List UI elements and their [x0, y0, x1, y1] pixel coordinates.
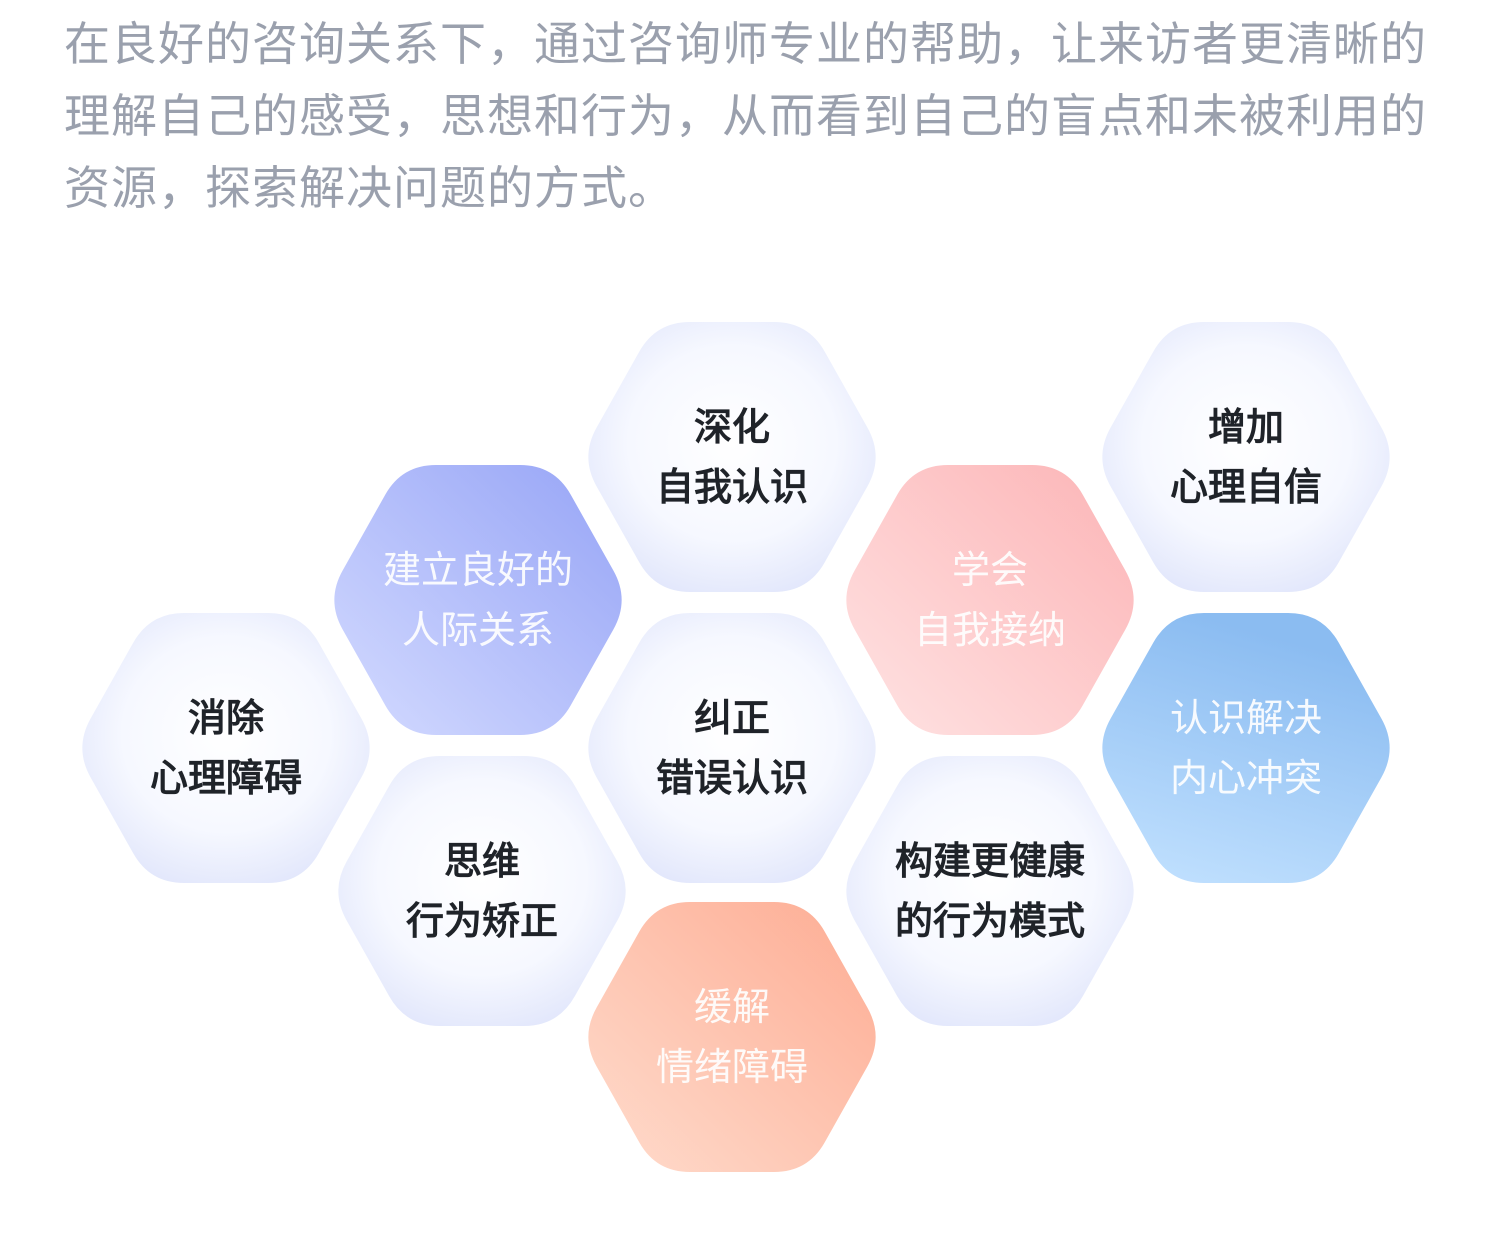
hex-label-line1: 建立良好的	[382, 548, 573, 592]
hex-shape	[82, 613, 370, 883]
hex-label: 深化自我认识	[656, 397, 808, 517]
hex-label-line2: 行为矫正	[405, 899, 558, 943]
hex-thinking-correction: 思维行为矫正	[330, 756, 634, 1026]
hex-label: 增加心理自信	[1170, 397, 1322, 517]
hex-correct-misconceptions: 纠正错误认识	[580, 613, 884, 883]
hex-shape	[338, 756, 626, 1026]
hex-label-line2: 错误认识	[655, 756, 808, 800]
hex-label-line1: 学会	[951, 548, 1028, 592]
hex-label: 消除心理障碍	[150, 688, 302, 808]
hex-deepen-self-awareness: 深化自我认识	[580, 322, 884, 592]
hex-label-line1: 增加	[1207, 405, 1284, 449]
hex-label-line1: 认识解决	[1169, 696, 1322, 740]
hex-fill	[334, 465, 622, 735]
hex-fill	[1102, 322, 1390, 592]
hex-fill	[588, 322, 876, 592]
intro-paragraph: 在良好的咨询关系下，通过咨询师专业的帮助，让来访者更清晰的理解自己的感受，思想和…	[64, 17, 1427, 215]
hex-shape	[588, 902, 876, 1172]
hex-fill	[846, 756, 1134, 1026]
hex-learn-self-acceptance: 学会自我接纳	[838, 465, 1142, 735]
hex-healthier-behavior: 构建更健康的行为模式	[838, 756, 1142, 1026]
hex-label: 纠正错误认识	[656, 688, 808, 808]
hex-fill	[82, 613, 370, 883]
hex-shape	[588, 322, 876, 592]
hex-shape	[1102, 613, 1390, 883]
hex-shape	[334, 465, 622, 735]
hex-fill	[1102, 613, 1390, 883]
hex-increase-confidence: 增加心理自信	[1094, 322, 1398, 592]
hex-label: 思维行为矫正	[406, 831, 558, 951]
hex-label-line1: 思维	[443, 839, 520, 883]
hex-label-line1: 缓解	[693, 985, 770, 1029]
hex-remove-barriers: 消除心理障碍	[74, 613, 378, 883]
hex-fill	[338, 756, 626, 1026]
hex-fill	[588, 613, 876, 883]
hex-build-relationships: 建立良好的人际关系	[326, 465, 630, 735]
hex-label: 建立良好的人际关系	[383, 540, 573, 660]
hex-label-line2: 人际关系	[401, 608, 554, 652]
hex-shape	[1102, 322, 1390, 592]
hex-label-line1: 消除	[187, 696, 264, 740]
hex-shape	[846, 465, 1134, 735]
hex-label-line1: 纠正	[693, 696, 770, 740]
hex-label-line2: 情绪障碍	[655, 1045, 808, 1089]
hex-label-line2: 自我认识	[655, 465, 808, 509]
hex-label: 认识解决内心冲突	[1170, 688, 1322, 808]
hex-label: 缓解情绪障碍	[656, 977, 808, 1097]
hex-shape	[846, 756, 1134, 1026]
hex-label-line2: 的行为模式	[894, 899, 1085, 943]
hex-relieve-emotional: 缓解情绪障碍	[580, 902, 884, 1172]
hex-shape	[588, 613, 876, 883]
hex-fill	[588, 902, 876, 1172]
hex-label: 学会自我接纳	[914, 540, 1066, 660]
hex-label-line2: 心理自信	[1169, 465, 1322, 509]
hex-label-line1: 构建更健康	[894, 839, 1085, 883]
hex-label-line2: 内心冲突	[1169, 756, 1322, 800]
hex-label-line1: 深化	[693, 405, 770, 449]
hex-resolve-conflict: 认识解决内心冲突	[1094, 613, 1398, 883]
hex-label-line2: 心理障碍	[149, 756, 302, 800]
hex-label-line2: 自我接纳	[913, 608, 1066, 652]
hex-fill	[846, 465, 1134, 735]
hex-label: 构建更健康的行为模式	[895, 831, 1085, 951]
